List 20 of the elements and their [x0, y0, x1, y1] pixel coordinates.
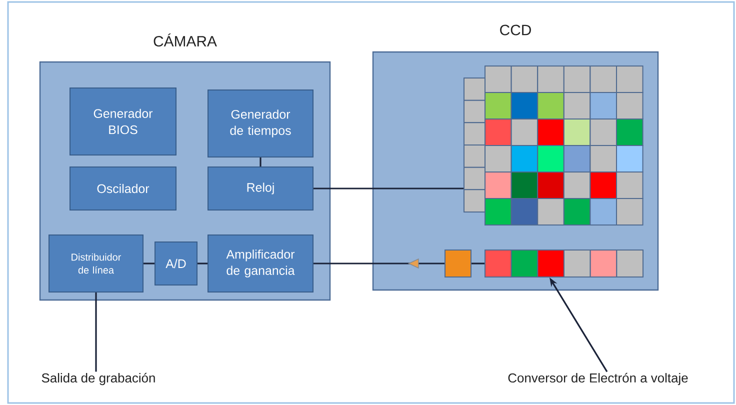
- connector-line: [95, 292, 97, 372]
- block-heading: CCD: [500, 24, 531, 36]
- block-heading: CÁMARA: [154, 33, 217, 47]
- converter-box: [444, 250, 472, 278]
- register-bar: [484, 250, 644, 278]
- process-box: Generador de tiempos: [208, 90, 314, 158]
- register-bar: [464, 78, 486, 212]
- connector-line: [144, 262, 154, 264]
- process-box: Amplificador de ganancia: [208, 234, 314, 292]
- process-box: Generador BIOS: [70, 88, 176, 156]
- process-box: Oscilador: [70, 166, 176, 210]
- annotation-text: Conversor de Electrón a voltaje: [508, 372, 688, 386]
- connector-line: [314, 188, 464, 190]
- connector-line: [260, 158, 262, 166]
- annotation-text: Salida de grabación: [42, 372, 155, 386]
- connector-line: [198, 262, 208, 264]
- process-box: Reloj: [208, 166, 314, 210]
- connector-line: [472, 262, 484, 264]
- process-box: Distribuidor de línea: [48, 234, 144, 292]
- process-box: A/D: [154, 242, 198, 286]
